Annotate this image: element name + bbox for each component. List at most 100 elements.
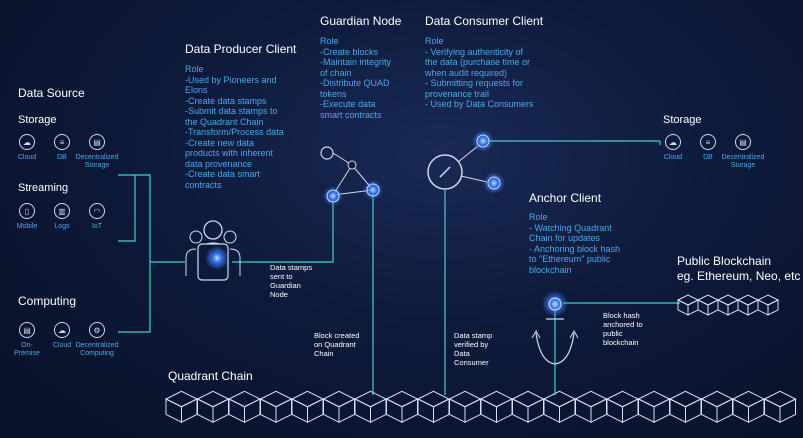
text-line: blockchain <box>529 264 572 275</box>
storage-left-item-label: Cloud <box>17 154 37 161</box>
quadrant-chain-block <box>731 390 766 408</box>
text-line: Role <box>529 212 548 222</box>
consumer-node-circle <box>476 134 490 148</box>
public-blockchain-block <box>697 299 709 316</box>
text-line: tokens <box>320 88 347 99</box>
decentralized-storage-icon: ▤ <box>89 134 105 150</box>
text-line: sent to <box>270 272 293 281</box>
text-line: Role <box>320 36 339 46</box>
quadrant-chain-block <box>512 398 529 424</box>
quadrant-chain-block <box>527 398 544 424</box>
cloud-icon: ☁ <box>54 322 70 338</box>
public-blockchain-block <box>747 299 759 316</box>
text-line: Consumer <box>454 358 489 367</box>
text-line: data provenance <box>185 158 253 169</box>
quadrant-chain-block <box>401 398 418 424</box>
quadrant-chain-block <box>543 398 560 424</box>
text-line: contracts <box>185 179 222 190</box>
text-line: - Watching Quadrant <box>529 222 612 233</box>
text-line: - Used by Data Consumers <box>425 99 534 109</box>
wifi-icon: ◠ <box>89 203 105 219</box>
text-line: Block hash <box>603 311 640 320</box>
text-line: -Create blocks <box>320 46 379 57</box>
text-line: -Create data smart <box>185 169 261 179</box>
quadrant-chain-block <box>606 398 623 424</box>
quadrant-chain-block <box>637 390 671 408</box>
quadrant-chain-block <box>244 398 261 424</box>
data-source-title: Data Source <box>18 86 85 100</box>
quadrant-chain-block <box>291 398 308 424</box>
anchor-title: Anchor Client <box>529 191 602 205</box>
database-icon: ≡ <box>54 134 70 150</box>
quadrant-chain-block <box>669 398 686 424</box>
cloud-icon: ☁ <box>665 134 681 150</box>
producer-person-icon <box>203 220 223 240</box>
quadrant-chain-block <box>590 398 607 424</box>
public-blockchain-block <box>736 294 760 306</box>
quadrant-chain-block <box>638 398 655 424</box>
storage-right-title: Storage <box>663 114 702 126</box>
quadrant-chain-block <box>716 398 733 424</box>
text-line: smart contracts <box>320 109 382 120</box>
guardian-node-glow <box>323 186 343 206</box>
anchor-icon <box>531 329 541 339</box>
consumer-node-circle <box>487 176 501 190</box>
public-blockchain-block <box>716 294 740 306</box>
text-line: Chain <box>314 349 334 358</box>
computing-item-label: Decentralized Computing <box>75 342 119 357</box>
producer-title: Data Producer Client <box>185 42 297 56</box>
consumer-node-glow <box>472 130 494 152</box>
text-line: - Anchoring block hash <box>529 243 621 254</box>
quadrant-chain-block <box>196 390 230 408</box>
quadrant-chain-block <box>464 398 481 424</box>
quadrant-chain-block <box>732 398 749 424</box>
storage-right-item-label: DB <box>703 154 713 161</box>
quadrant-chain-block <box>701 398 718 424</box>
quadrant-chain-block <box>763 390 797 408</box>
computing-item-label: On- Premise <box>14 342 40 357</box>
quadrant-chain-block <box>480 398 497 424</box>
public-blockchain-block <box>707 299 719 316</box>
streaming-item-label: Logs <box>54 223 70 230</box>
quadrant-chain-block <box>385 390 419 408</box>
public-blockchain-block <box>677 299 689 316</box>
mobile-icon: ▯ <box>19 203 35 219</box>
text-line: Data stamps <box>270 263 313 272</box>
quadrant-chain-block <box>417 398 434 424</box>
quadrant-chain-block <box>197 398 214 424</box>
connector-computing <box>118 174 151 333</box>
text-line: -Execute data <box>320 99 376 109</box>
cloud-icon: ☁ <box>19 134 35 150</box>
quadrant-chain-block <box>479 390 514 408</box>
public-blockchain-block <box>767 299 779 316</box>
text-line: -Transform/Process data <box>185 127 284 137</box>
text-line: Guardian <box>270 281 301 290</box>
consumer-title: Data Consumer Client <box>425 14 544 28</box>
text-line: - Verifying authenticity of <box>425 46 524 57</box>
text-line: products with inherent <box>185 148 274 158</box>
guardian-node-glow <box>363 180 383 200</box>
consumer-check-icon <box>427 154 463 190</box>
quadrant-chain-title: Quadrant Chain <box>168 369 253 383</box>
quadrant-chain-block <box>307 398 324 424</box>
quadrant-chain-block <box>559 398 576 424</box>
quadrant-chain-block <box>290 390 325 408</box>
quadrant-chain-block <box>511 390 545 408</box>
anchor-icon <box>569 329 579 339</box>
public-blockchain-block <box>687 299 699 316</box>
text-line: Role <box>185 64 204 74</box>
consumer-edge <box>460 175 488 183</box>
streaming-item-label: Mobile <box>16 223 38 230</box>
quadrant-chain-block <box>181 398 198 424</box>
quadrant-chain-block <box>212 398 229 424</box>
storage-right-item-label: Decentralized Storage <box>721 154 765 169</box>
producer-person-icon <box>185 248 197 276</box>
text-line: -Create new data <box>185 137 255 148</box>
